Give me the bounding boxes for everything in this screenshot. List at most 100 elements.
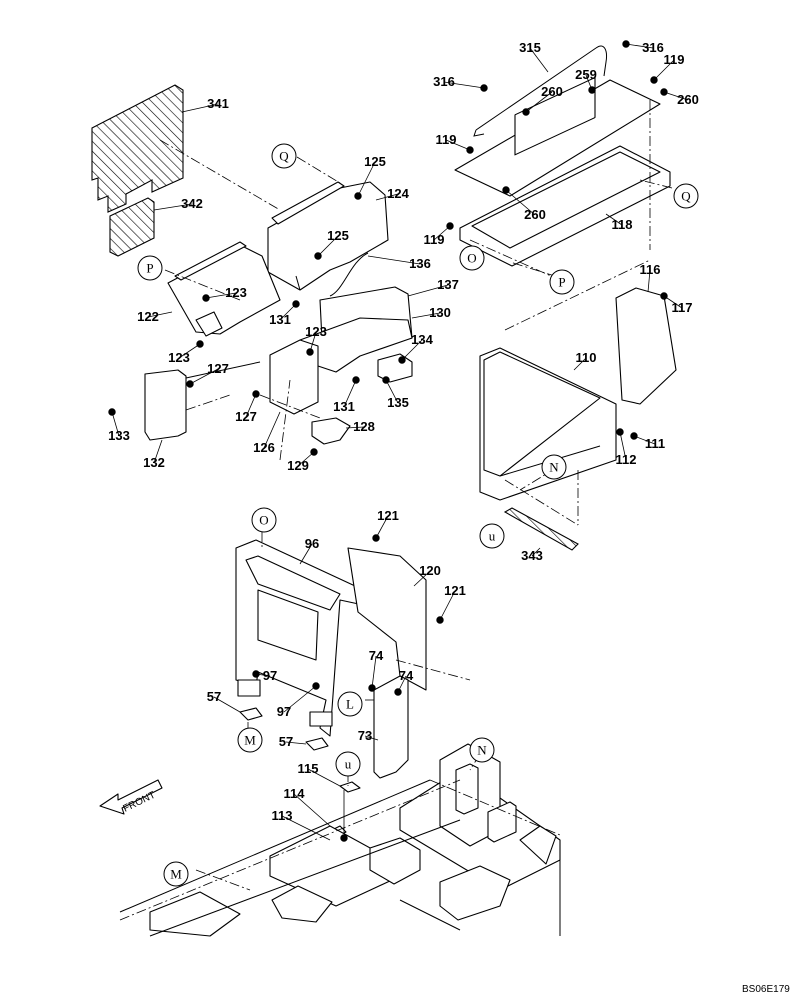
part-label-123: 123 bbox=[225, 285, 247, 300]
part-label-111: 111 bbox=[645, 436, 665, 451]
leader-line-342 bbox=[153, 203, 193, 211]
leader-line-57 bbox=[285, 741, 307, 745]
leader-line-120 bbox=[413, 570, 431, 587]
leader-line-117 bbox=[663, 295, 683, 309]
reference-letter-L: L bbox=[346, 697, 354, 712]
reference-circle-Q bbox=[271, 143, 297, 169]
leader-line-134 bbox=[401, 339, 423, 361]
leader-line-128 bbox=[345, 426, 365, 429]
leader-line-343 bbox=[531, 547, 541, 557]
reference-circle-M bbox=[237, 727, 263, 753]
drawing-code: BS06E179 bbox=[742, 984, 790, 995]
leader-line-118 bbox=[605, 213, 623, 226]
reference-letter-M: M bbox=[170, 867, 182, 882]
reference-circle-M bbox=[163, 861, 189, 887]
reference-letter-u: u bbox=[489, 529, 496, 544]
leader-line-130 bbox=[411, 312, 441, 319]
leader-line-129 bbox=[297, 451, 315, 467]
leader-line-316 bbox=[625, 43, 654, 49]
part-122-cover bbox=[167, 244, 281, 335]
reference-circle-L bbox=[337, 691, 363, 717]
leader-line-127 bbox=[189, 368, 219, 385]
part-labels: 3413421251241251361371301221231311231341… bbox=[108, 40, 699, 823]
foot-right bbox=[309, 711, 333, 727]
reference-circle-O bbox=[459, 245, 485, 271]
reference-circle-P bbox=[549, 269, 575, 295]
leader-line-137 bbox=[407, 284, 449, 297]
part-label-315: 315 bbox=[519, 40, 541, 55]
leader-line-316 bbox=[443, 81, 485, 89]
part-label-127: 127 bbox=[207, 361, 229, 376]
reference-circle-O bbox=[251, 507, 277, 533]
part-label-316: 316 bbox=[642, 40, 664, 55]
part-label-116: 116 bbox=[640, 262, 661, 277]
part-label-316: 316 bbox=[433, 74, 455, 89]
part-label-73: 73 bbox=[358, 728, 372, 743]
part-label-132: 132 bbox=[143, 455, 165, 470]
reference-letter-u: u bbox=[345, 757, 352, 772]
leader-line-114 bbox=[293, 793, 331, 827]
leader-line-115 bbox=[307, 768, 341, 787]
leader-line-136 bbox=[367, 255, 421, 265]
reference-letter-O: O bbox=[467, 251, 476, 266]
leader-line-341 bbox=[181, 103, 219, 113]
leader-line-74 bbox=[371, 655, 377, 689]
leader-line-131 bbox=[343, 379, 357, 408]
part-132-cover bbox=[144, 369, 187, 441]
part-57-plate-a bbox=[239, 707, 263, 721]
part-126-plate bbox=[269, 339, 319, 415]
reference-circle-u bbox=[335, 751, 361, 777]
part-label-120: 120 bbox=[419, 563, 441, 578]
part-315-handle bbox=[473, 45, 607, 137]
part-label-136: 136 bbox=[409, 256, 431, 271]
part-label-125: 125 bbox=[364, 154, 386, 169]
leader-lines bbox=[111, 43, 689, 841]
part-label-127: 127 bbox=[235, 409, 257, 424]
leader-line-131 bbox=[279, 303, 297, 321]
leader-line-132 bbox=[153, 439, 163, 464]
leader-line-110 bbox=[573, 357, 587, 371]
reference-letter-P: P bbox=[146, 261, 153, 276]
grille bbox=[514, 76, 596, 156]
part-label-123: 123 bbox=[305, 324, 327, 339]
leader-line-315 bbox=[529, 47, 549, 73]
part-label-124: 124 bbox=[387, 186, 409, 201]
part-115-bracket bbox=[339, 781, 361, 793]
reference-circle-Q bbox=[673, 183, 699, 209]
part-116-plate bbox=[615, 287, 677, 405]
leader-line-135 bbox=[385, 379, 399, 404]
reference-letter-Q: Q bbox=[681, 189, 691, 204]
leader-line-122 bbox=[147, 311, 173, 318]
part-label-115: 115 bbox=[298, 761, 319, 776]
part-342-mat bbox=[109, 197, 155, 257]
bolt-icon bbox=[252, 670, 260, 678]
part-label-133: 133 bbox=[108, 428, 130, 443]
leader-line-116 bbox=[647, 269, 651, 293]
leader-line-112 bbox=[619, 431, 627, 461]
part-label-121: 121 bbox=[377, 508, 399, 523]
reference-letter-P: P bbox=[558, 275, 565, 290]
part-geometry bbox=[91, 45, 677, 937]
part-label-259: 259 bbox=[575, 67, 597, 82]
leader-line-96 bbox=[299, 543, 313, 565]
leader-line-97 bbox=[283, 685, 317, 713]
part-label-74: 74 bbox=[369, 648, 384, 663]
reference-letter-O: O bbox=[259, 513, 268, 528]
leader-line-113 bbox=[281, 815, 331, 841]
part-124-cover bbox=[267, 181, 389, 291]
reference-letter-N: N bbox=[549, 460, 559, 475]
part-label-110: 110 bbox=[576, 350, 597, 365]
reference-circle-u bbox=[479, 523, 505, 549]
leader-line-73 bbox=[364, 735, 379, 741]
leader-line-125 bbox=[357, 161, 376, 197]
part-label-114: 114 bbox=[284, 786, 306, 801]
leader-line-123 bbox=[178, 343, 201, 359]
part-136-cable bbox=[329, 252, 369, 297]
part-label-113: 113 bbox=[272, 808, 293, 823]
part-label-260: 260 bbox=[524, 207, 546, 222]
part-label-97: 97 bbox=[263, 668, 277, 683]
part-label-57: 57 bbox=[279, 734, 293, 749]
part-label-118: 118 bbox=[612, 217, 633, 232]
